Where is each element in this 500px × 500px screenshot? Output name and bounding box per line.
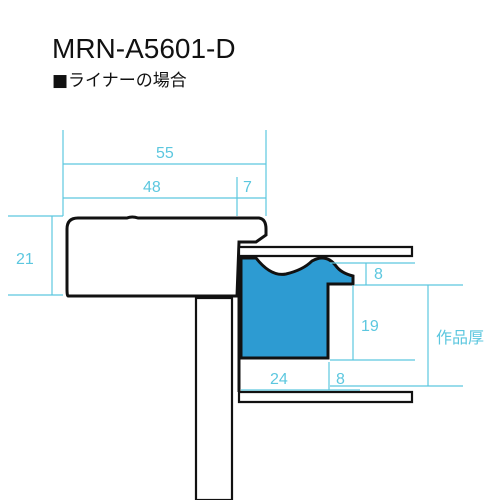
dimension-label-8-bottom: 8: [336, 371, 345, 388]
frame-back-block: [194, 296, 234, 500]
frame-profile-outline: [65, 215, 268, 298]
liner-profile: [239, 256, 355, 360]
dimension-label-48: 48: [143, 179, 161, 196]
lower-liner-strip: [237, 390, 414, 404]
dimension-label-55: 55: [156, 145, 174, 162]
diagram-title: MRN-A5601-D: [52, 33, 236, 64]
dimension-label-21: 21: [16, 251, 34, 268]
dimension-label-7: 7: [243, 179, 252, 196]
dimension-label-19: 19: [361, 318, 379, 335]
artwork-thickness-label: 作品厚: [436, 329, 484, 347]
diagram-subtitle: ■ライナーの場合: [52, 71, 187, 91]
upper-liner-strip: [237, 245, 414, 258]
dimension-label-24: 24: [270, 371, 288, 388]
dimension-label-8-top: 8: [374, 266, 383, 283]
